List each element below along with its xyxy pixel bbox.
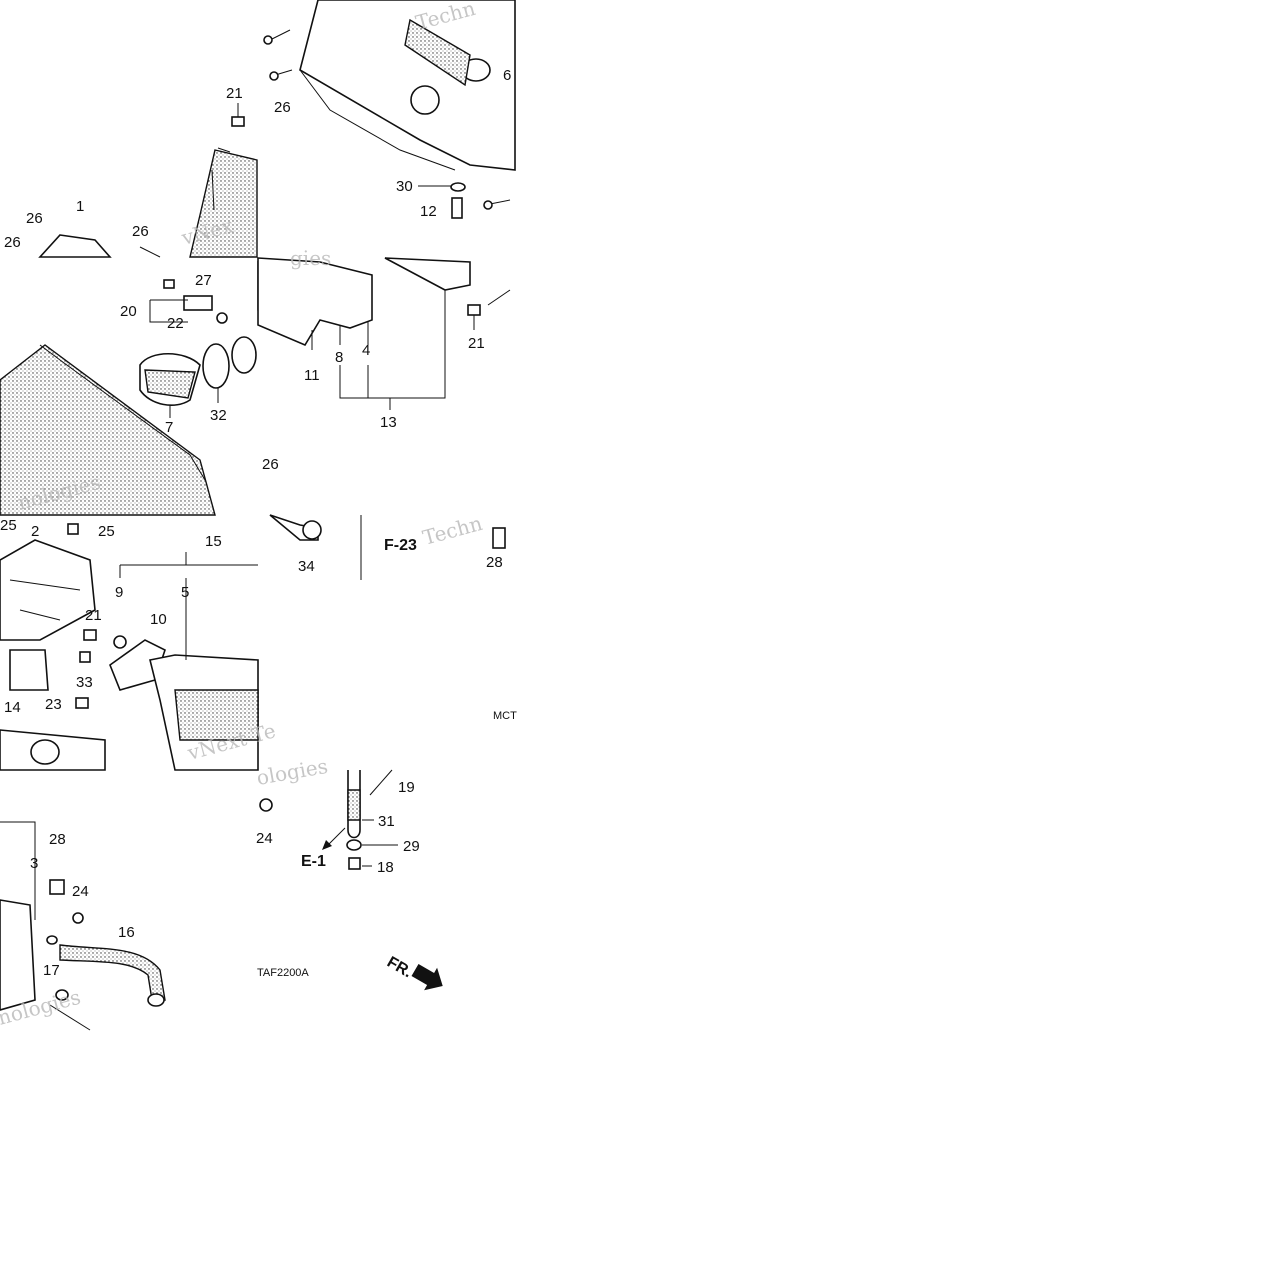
callout-label: 28 bbox=[49, 831, 66, 848]
callout-label: 31 bbox=[378, 813, 395, 830]
callout-label: 3 bbox=[30, 855, 38, 872]
callout-label: 10 bbox=[150, 611, 167, 628]
bolt-icon bbox=[467, 304, 481, 330]
watermark: ologies bbox=[255, 754, 330, 790]
callout-label: 28 bbox=[486, 554, 503, 571]
callout-label: 5 bbox=[181, 584, 189, 601]
callout-label: 6 bbox=[503, 67, 511, 84]
bolt-icon bbox=[75, 697, 89, 709]
callout-label: 21 bbox=[85, 607, 102, 624]
screw-icon bbox=[163, 279, 175, 289]
callout-label: 21 bbox=[226, 85, 243, 102]
callout-label: 24 bbox=[256, 830, 273, 847]
callout-labels: 21 26 26 26 1 26 30 12 6 27 20 22 7 32 1… bbox=[0, 67, 511, 979]
callout-label: 34 bbox=[298, 558, 315, 575]
callout-label: 27 bbox=[195, 272, 212, 289]
callout-label: 25 bbox=[98, 523, 115, 540]
callout-label: 11 bbox=[304, 367, 320, 384]
callout-label: 26 bbox=[262, 456, 279, 473]
tile-top-middle bbox=[263, 0, 516, 219]
bolt-icon bbox=[231, 103, 245, 127]
callout-label: 26 bbox=[274, 99, 291, 116]
tile-bottom-left bbox=[0, 821, 166, 1031]
watermark: Techn bbox=[420, 511, 485, 550]
callout-label: 30 bbox=[396, 178, 413, 195]
callout-label: 13 bbox=[380, 414, 397, 431]
bolt-icon bbox=[79, 651, 91, 663]
clamp-icon bbox=[450, 182, 466, 192]
bolt-icon bbox=[83, 629, 97, 641]
screw-icon bbox=[67, 523, 79, 535]
front-direction-label: FR. bbox=[384, 954, 415, 982]
callout-label: 20 bbox=[120, 303, 137, 320]
callout-label: 26 bbox=[4, 234, 21, 251]
callout-label: 12 bbox=[420, 203, 437, 220]
clip-icon bbox=[451, 197, 463, 219]
front-arrow-icon bbox=[411, 963, 443, 991]
callout-label: 16 bbox=[118, 924, 135, 941]
callout-label: 1 bbox=[76, 198, 84, 215]
callout-label: 22 bbox=[167, 315, 184, 332]
callout-label: 14 bbox=[4, 699, 21, 716]
callout-label: 18 bbox=[377, 859, 394, 876]
callout-label: 29 bbox=[403, 838, 420, 855]
diagram-code-taf: TAF2200A bbox=[257, 967, 309, 979]
tile-center bbox=[257, 257, 511, 410]
clip-icon bbox=[492, 527, 506, 549]
callout-label: 4 bbox=[362, 342, 370, 359]
callout-label: 7 bbox=[165, 419, 173, 436]
tile-lower-middle bbox=[269, 514, 506, 580]
callout-label: 19 bbox=[398, 779, 415, 796]
callout-label: 8 bbox=[335, 349, 343, 366]
callout-label: 2 bbox=[31, 523, 39, 540]
callout-label: 25 bbox=[0, 517, 17, 534]
callout-label: 15 bbox=[205, 533, 222, 550]
callout-label: 21 bbox=[468, 335, 485, 352]
tile-top-left bbox=[38, 103, 258, 258]
screw-icon bbox=[263, 29, 291, 45]
section-ref-e1: E-1 bbox=[301, 853, 326, 870]
callout-label: 32 bbox=[210, 407, 227, 424]
callout-label: 33 bbox=[76, 674, 93, 691]
callout-label: 26 bbox=[26, 210, 43, 227]
callout-label: 23 bbox=[45, 696, 62, 713]
tile-bottom-middle bbox=[259, 769, 443, 991]
watermark: gies bbox=[290, 246, 331, 270]
callout-label: 24 bbox=[72, 883, 89, 900]
tile-lower-left bbox=[0, 523, 259, 771]
callout-label: 9 bbox=[115, 584, 123, 601]
screw-icon bbox=[483, 199, 511, 210]
callout-label: 26 bbox=[132, 223, 149, 240]
screw-icon bbox=[269, 69, 293, 81]
section-ref-f23: F-23 bbox=[384, 537, 417, 554]
diagram-code-mc: MCT bbox=[493, 710, 517, 722]
callout-label: 17 bbox=[43, 962, 60, 979]
tile-mid-left bbox=[0, 279, 257, 516]
